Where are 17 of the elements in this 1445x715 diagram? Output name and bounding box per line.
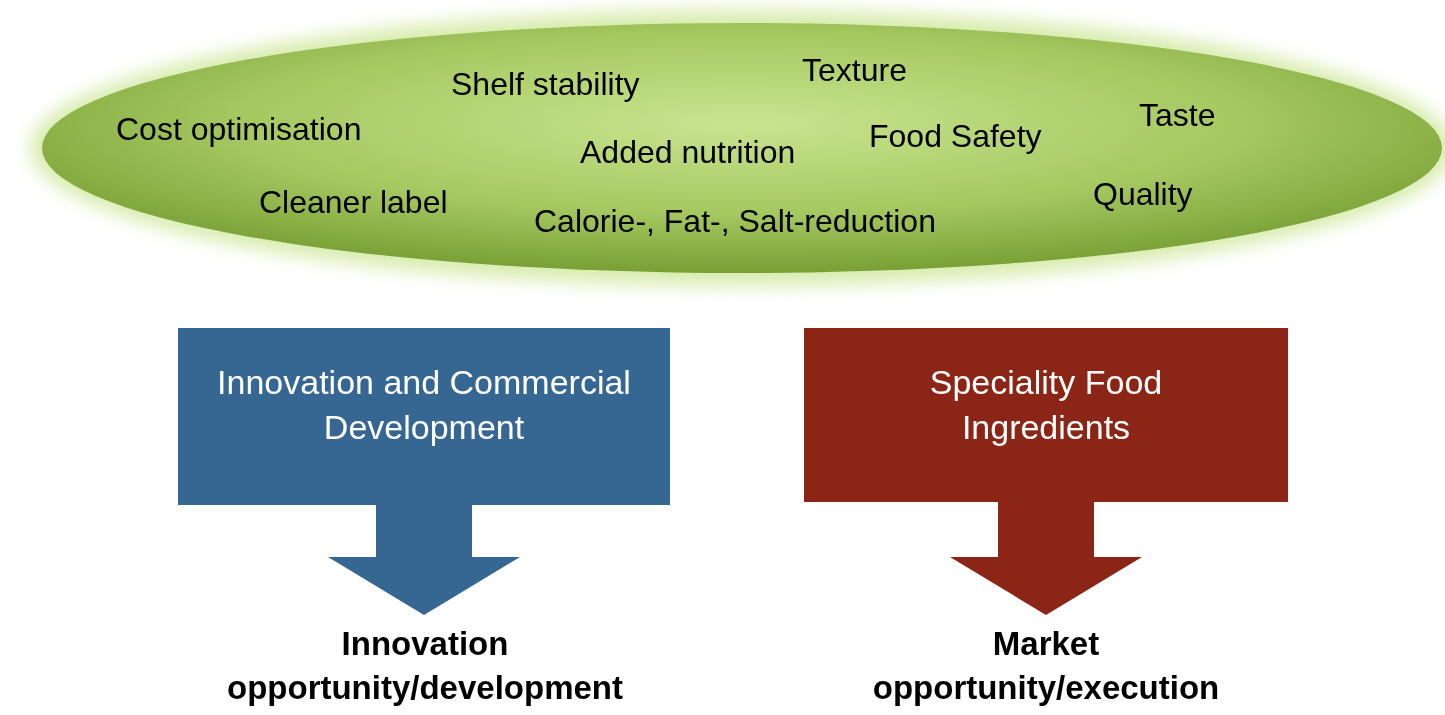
attribute-label: Food Safety [869,118,1042,155]
arrow [328,505,520,615]
attribute-label: Calorie-, Fat-, Salt-reduction [534,203,936,240]
outcome-text: Market opportunity/execution [871,624,1221,708]
attribute-label: Added nutrition [580,134,796,171]
attribute-label: Cleaner label [259,184,448,221]
attribute-label: Shelf stability [451,66,640,103]
attribute-label: Taste [1139,97,1216,134]
process-box [804,328,1288,502]
process-box [178,328,670,505]
attribute-label: Cost optimisation [116,111,362,148]
outcome-text: Innovation opportunity/development [226,624,624,708]
arrow [950,502,1142,615]
box-title: Speciality Food Ingredients [928,362,1164,448]
box-title: Innovation and Commercial Development [216,362,632,448]
attribute-label: Quality [1093,176,1193,213]
attribute-label: Texture [802,52,907,89]
